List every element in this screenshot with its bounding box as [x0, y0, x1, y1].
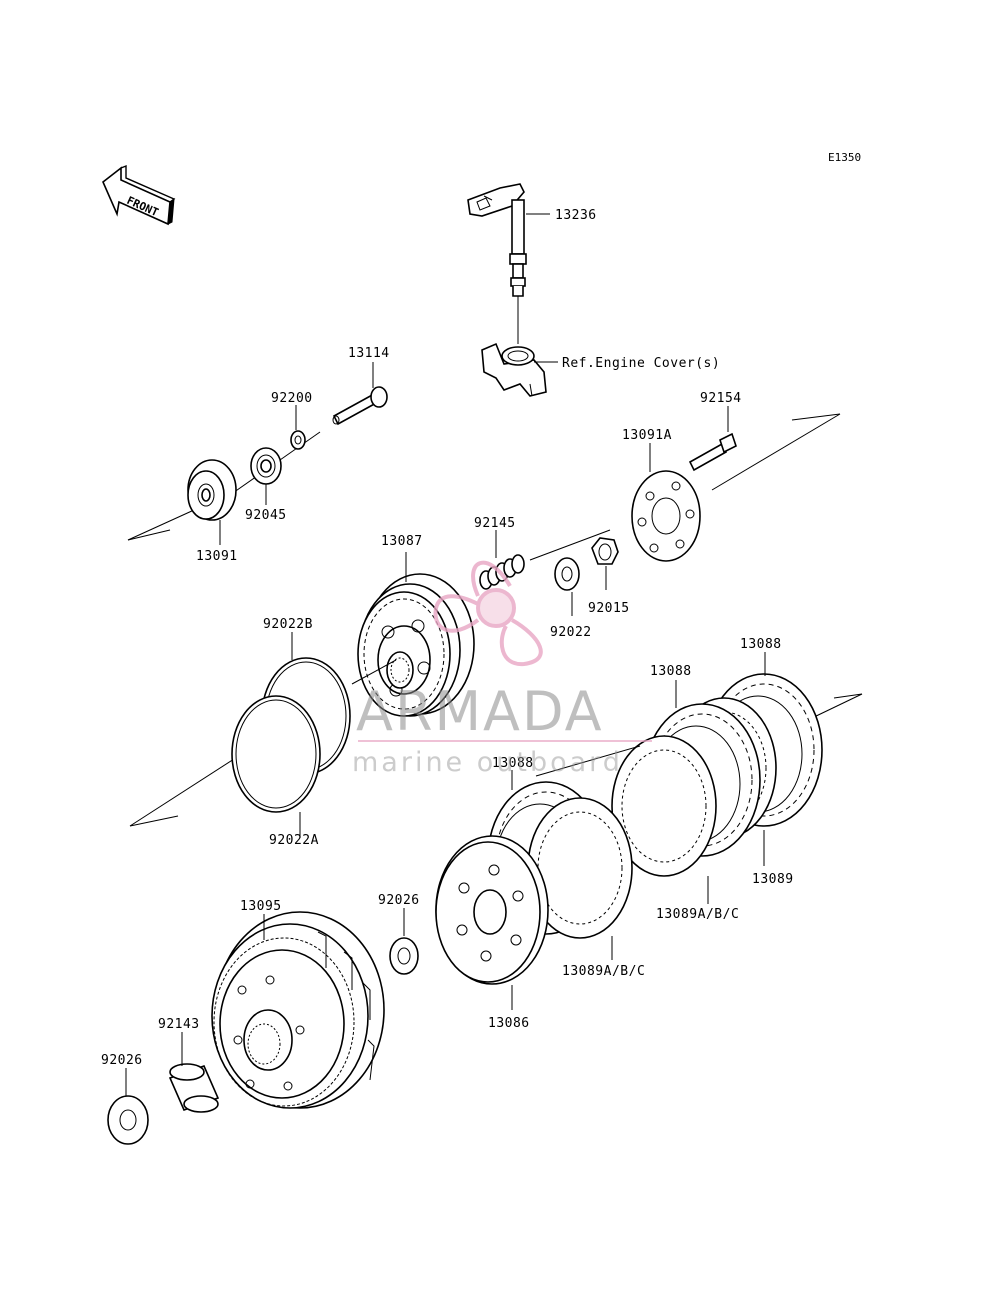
label-13089ABC-lower: 13089A/B/C — [562, 964, 645, 979]
propeller-icon — [433, 560, 543, 667]
oring-92022A — [231, 695, 321, 813]
watermark-tagline: marine outboard — [352, 747, 623, 778]
label-92022: 92022 — [550, 625, 592, 640]
label-92026-center: 92026 — [378, 893, 420, 908]
bearing-92045 — [250, 447, 282, 485]
clutch-plate-13086 — [435, 835, 549, 985]
label-92200: 92200 — [271, 391, 313, 406]
label-92045: 92045 — [245, 508, 287, 523]
bolt-92154 — [688, 432, 737, 472]
label-13087: 13087 — [381, 534, 423, 549]
engine-cover-ref — [481, 342, 547, 397]
clutch-hub-13087 — [357, 573, 475, 717]
steel-plate-13089ABC-upper — [611, 735, 717, 877]
nut-92015 — [591, 537, 619, 565]
label-13095: 13095 — [240, 899, 282, 914]
watermark-logo: ARMADA marine outboard — [352, 560, 652, 778]
diagram-code: E1350 — [828, 151, 861, 164]
label-92143: 92143 — [158, 1017, 200, 1032]
plate-13091A — [631, 470, 701, 562]
label-13091A: 13091A — [622, 428, 672, 443]
washer-92026-center — [389, 937, 419, 975]
front-arrow-icon: FRONT — [102, 164, 176, 226]
label-13114: 13114 — [348, 346, 390, 361]
clutch-housing-13095 — [211, 911, 385, 1109]
release-shaft-13236 — [467, 183, 527, 344]
washer-92022 — [554, 557, 580, 591]
label-92015: 92015 — [588, 601, 630, 616]
watermark-brand: ARMADA — [356, 680, 604, 743]
push-rod-13114 — [332, 386, 388, 426]
label-92145: 92145 — [474, 516, 516, 531]
label-13091: 13091 — [196, 549, 238, 564]
label-13236: 13236 — [555, 208, 597, 223]
label-13086: 13086 — [488, 1016, 530, 1031]
label-13088-mid: 13088 — [650, 664, 692, 679]
steel-plate-13089ABC-lower — [527, 797, 633, 939]
sleeve-92143 — [168, 1063, 220, 1113]
pressure-plate-13091 — [187, 459, 237, 521]
label-92022A: 92022A — [269, 833, 319, 848]
label-13089ABC-upper: 13089A/B/C — [656, 907, 739, 922]
label-92154: 92154 — [700, 391, 742, 406]
ref-engine-cover-note: Ref.Engine Cover(s) — [562, 356, 720, 371]
washer-92200 — [290, 430, 306, 450]
label-92026-left: 92026 — [101, 1053, 143, 1068]
label-13088-top: 13088 — [740, 637, 782, 652]
label-13088-low: 13088 — [492, 756, 534, 771]
label-13089: 13089 — [752, 872, 794, 887]
label-92022B: 92022B — [263, 617, 313, 632]
washer-92026-left — [107, 1095, 149, 1145]
